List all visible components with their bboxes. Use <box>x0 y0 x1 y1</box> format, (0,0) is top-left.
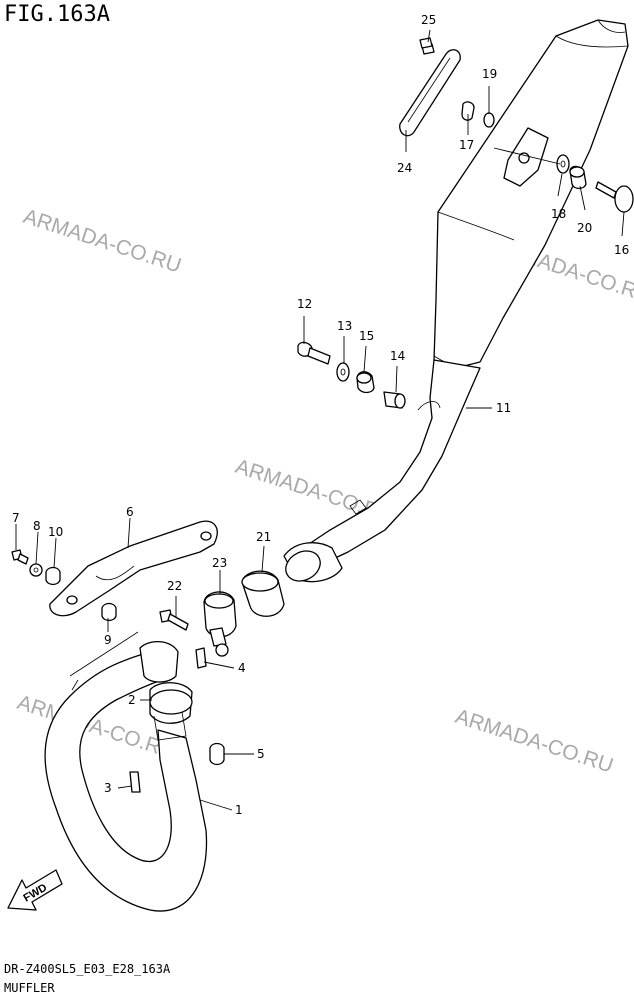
callout-6: 6 <box>126 505 134 519</box>
callout-2: 2 <box>128 693 136 707</box>
fwd-direction-arrow-icon: FWD <box>7 869 63 911</box>
callout-1: 1 <box>235 803 243 817</box>
callout-4: 4 <box>238 661 246 675</box>
callout-16: 16 <box>614 243 629 257</box>
callout-7: 7 <box>12 511 20 525</box>
callout-5: 5 <box>257 747 265 761</box>
hardware <box>11 37 634 793</box>
muffler-strap <box>399 49 461 137</box>
leader-lines <box>15 29 625 811</box>
exhaust-bracket <box>49 520 218 617</box>
callout-8: 8 <box>33 519 41 533</box>
callout-18: 18 <box>551 207 566 221</box>
gasket-21 <box>241 570 285 617</box>
part-callouts: 1 2 3 4 5 6 7 8 9 10 11 12 13 14 15 16 1… <box>12 13 629 817</box>
callout-9: 9 <box>104 633 112 647</box>
figure-title: FIG.163A <box>4 2 110 27</box>
callout-20: 20 <box>577 221 592 235</box>
callout-12: 12 <box>297 297 312 311</box>
watermark: ARMADA-CO.RU <box>452 705 616 778</box>
diagram-code: DR-Z400SL5_E03_E28_163A <box>4 962 171 976</box>
exhaust-pipe <box>44 631 208 912</box>
muffler-mount-bracket <box>503 127 549 187</box>
diagram-name: MUFFLER <box>4 981 55 995</box>
exhaust-clamp <box>203 591 237 657</box>
callout-25: 25 <box>421 13 436 27</box>
callout-11: 11 <box>496 401 511 415</box>
callout-21: 21 <box>256 530 271 544</box>
muffler-silencer <box>283 19 629 583</box>
callout-3: 3 <box>104 781 112 795</box>
callout-14: 14 <box>390 349 405 363</box>
callout-17: 17 <box>459 138 474 152</box>
callout-22: 22 <box>167 579 182 593</box>
callout-15: 15 <box>359 329 374 343</box>
callout-23: 23 <box>212 556 227 570</box>
callout-24: 24 <box>397 161 412 175</box>
watermark: ARMADA-CO.RU <box>20 205 184 278</box>
callout-10: 10 <box>48 525 63 539</box>
callout-19: 19 <box>482 67 497 81</box>
fwd-label: FWD <box>22 882 50 905</box>
callout-13: 13 <box>337 319 352 333</box>
